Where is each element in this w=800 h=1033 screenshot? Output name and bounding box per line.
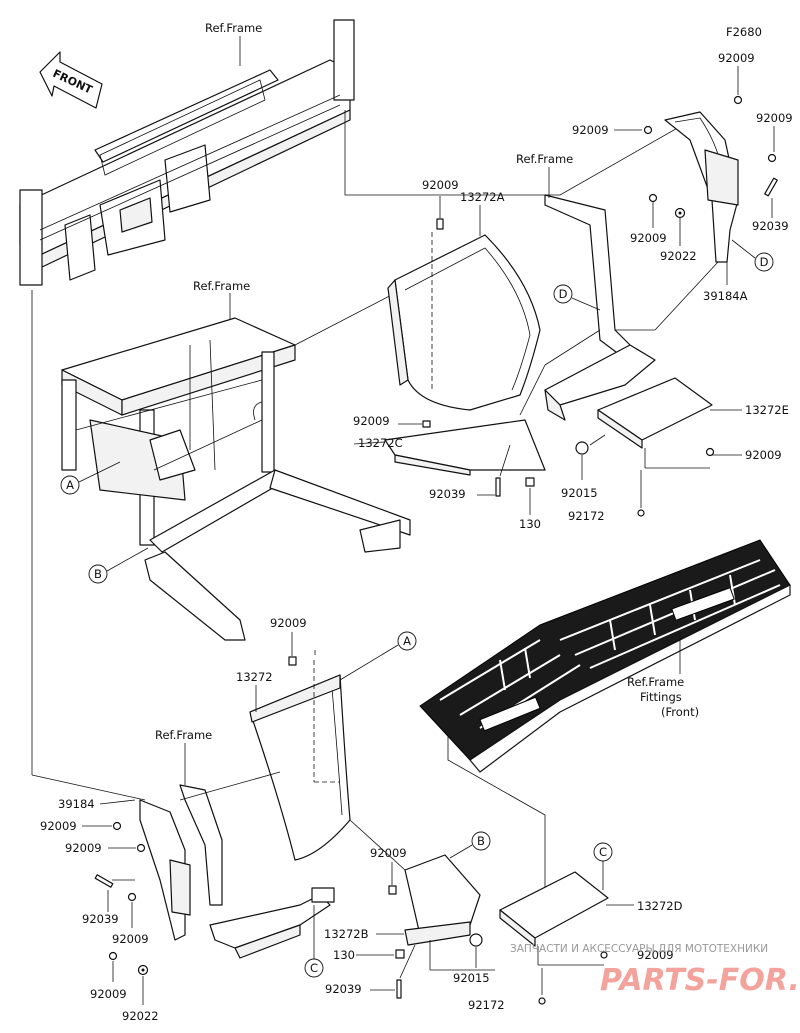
label-92015-a: 92015 [561, 486, 598, 500]
ref-frame-label-top: Ref.Frame [205, 21, 262, 35]
part-13272B-flap [404, 854, 481, 946]
label-92009-b: 92009 [353, 414, 390, 428]
bolt-icon [112, 821, 122, 831]
label-13272A: 13272A [460, 190, 505, 204]
label-92039-a: 92039 [429, 487, 466, 501]
rivet-icon [94, 874, 114, 888]
label-92009-d: 92009 [572, 123, 609, 137]
label-13272B: 13272B [324, 927, 369, 941]
label-13272: 13272 [236, 670, 273, 684]
label-92009-l: 92009 [90, 987, 127, 1001]
part-39184A-panel [664, 111, 739, 263]
ref-fittings-line3: (Front) [661, 705, 699, 719]
rivet-icon [764, 177, 778, 197]
marker-a-fender [397, 631, 417, 651]
bolt-icon [648, 193, 658, 203]
label-92009-i: 92009 [40, 819, 77, 833]
ref-fittings-line2: Fittings [640, 690, 682, 704]
label-92172-a: 92172 [568, 509, 605, 523]
marker-c-plate-label: C [599, 845, 607, 859]
label-92009-h: 92009 [270, 616, 307, 630]
label-92022-b: 92022 [122, 1009, 159, 1023]
bolt-icon [388, 885, 397, 895]
bolt-icon [422, 420, 431, 428]
label-92009-m: 92009 [370, 846, 407, 860]
bolt-icon [108, 951, 118, 961]
clip-icon [395, 949, 405, 959]
diagram-code: F2680 [726, 25, 762, 39]
label-92009-j: 92009 [65, 841, 102, 855]
label-130-a: 130 [519, 517, 541, 531]
marker-a-frame-label: A [66, 478, 74, 492]
bolt-icon [643, 125, 653, 135]
label-13272D: 13272D [637, 899, 683, 913]
ref-frame-label-middle: Ref.Frame [193, 279, 250, 293]
ref-frame-label-lower: Ref.Frame [155, 728, 212, 742]
upper-right-bracket [544, 194, 656, 421]
label-92009-a: 92009 [422, 178, 459, 192]
bolt-icon [733, 95, 743, 105]
label-39184: 39184 [58, 797, 95, 811]
ref-fittings-line1: Ref.Frame [627, 675, 684, 689]
bolt-icon [538, 997, 546, 1005]
marker-b-flap [471, 831, 491, 851]
part-13272A-fender [387, 234, 541, 411]
marker-d-panel [754, 252, 774, 272]
marker-b-frame-label: B [94, 567, 102, 581]
marker-b-frame [88, 564, 108, 584]
marker-d-bracket [553, 284, 573, 304]
grommet-icon [575, 441, 589, 455]
label-92172-b: 92172 [468, 998, 505, 1012]
bolt-icon [767, 153, 777, 163]
bolt-icon [705, 447, 715, 457]
label-92015-b: 92015 [453, 971, 490, 985]
bolt-icon [136, 843, 146, 853]
ref-frame-label-right: Ref.Frame [516, 152, 573, 166]
part-13272C-flap [384, 419, 546, 476]
label-92009-c: 92009 [718, 51, 755, 65]
front-arrow-icon: FRONT [39, 51, 103, 109]
label-92009-f: 92009 [630, 231, 667, 245]
watermark-logo: PARTS-FOR.RU [600, 963, 800, 998]
bolt-icon [288, 656, 297, 666]
bolt-icon [637, 509, 645, 517]
bolt-icon [436, 218, 444, 230]
bolt-icon [127, 892, 137, 902]
label-92039-b: 92039 [752, 219, 789, 233]
label-92009-n: 92009 [637, 948, 674, 962]
bolt-icon [600, 951, 608, 959]
part-13272-fender [249, 674, 351, 861]
label-13272E: 13272E [745, 403, 789, 417]
watermark-tagline: ЗАПЧАСТИ И АКСЕССУАРЫ ДЛЯ МОТОТЕХНИКИ [510, 943, 768, 955]
marker-a-fender-label: A [403, 634, 411, 648]
marker-c-bracket-label: C [310, 961, 318, 975]
label-130-b: 130 [333, 948, 355, 962]
marker-a-frame [60, 475, 80, 495]
grommet-icon [469, 933, 483, 947]
clip-icon [525, 477, 535, 487]
part-13272D-plate [499, 871, 609, 947]
label-92022-a: 92022 [660, 249, 697, 263]
label-92039-c: 92039 [82, 912, 119, 926]
part-13272E-plate [597, 377, 713, 449]
label-39184A: 39184A [703, 289, 748, 303]
lower-left-bracket [179, 784, 335, 959]
label-13272C: 13272C [358, 436, 403, 450]
rear-frame-assembly [19, 19, 355, 286]
label-92009-k: 92009 [112, 932, 149, 946]
marker-d-panel-label: D [760, 255, 769, 269]
floor-mat [419, 539, 791, 773]
marker-d-bracket-label: D [559, 287, 568, 301]
marker-b-flap-label: B [477, 834, 485, 848]
label-92009-g: 92009 [745, 448, 782, 462]
label-92039-d: 92039 [325, 982, 362, 996]
main-frame [61, 317, 411, 641]
rivet-icon [495, 477, 501, 497]
part-39184-panel [139, 799, 191, 941]
rivet-icon [396, 979, 402, 999]
label-92009-e: 92009 [756, 111, 793, 125]
